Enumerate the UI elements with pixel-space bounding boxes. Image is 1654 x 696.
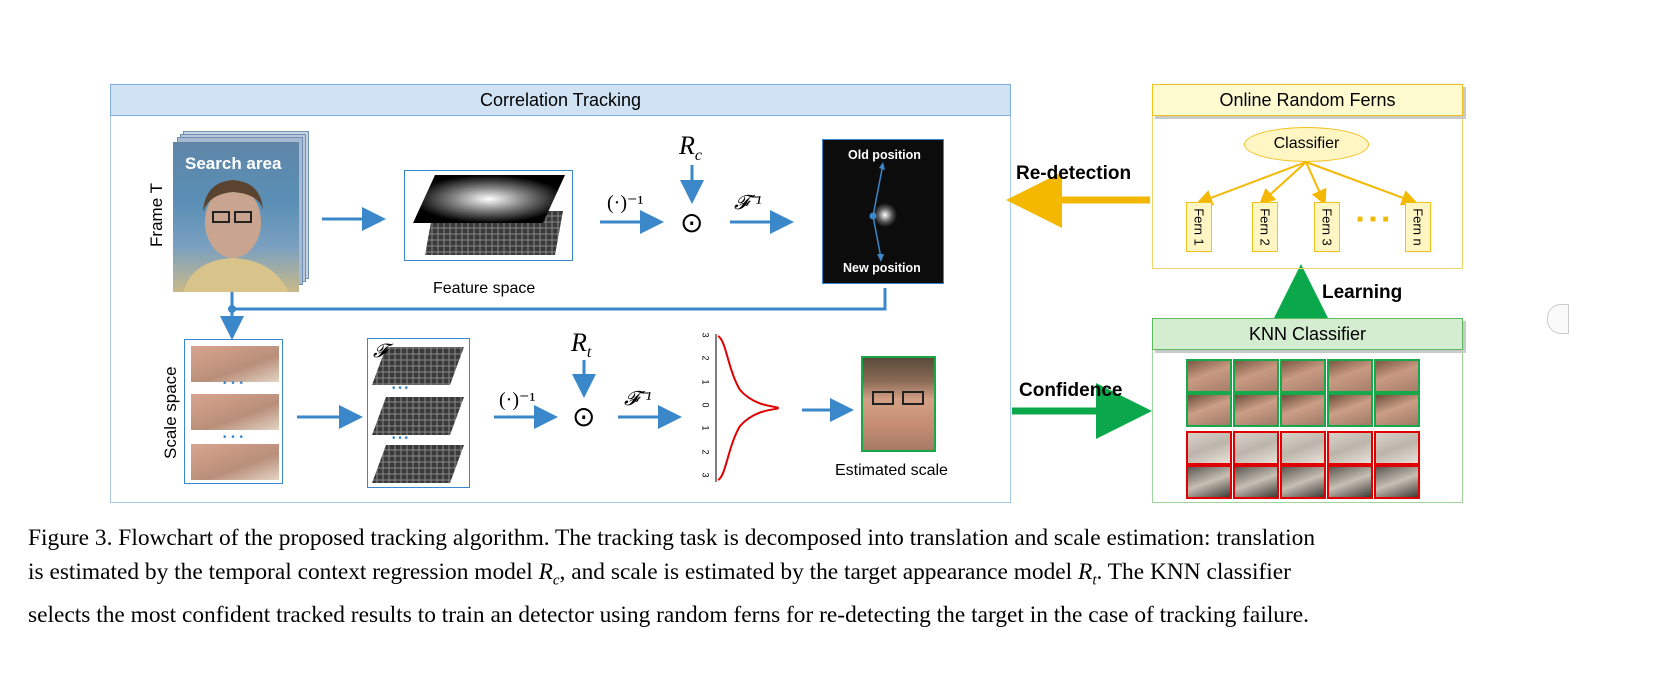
response-map: Old position New position: [822, 139, 944, 284]
edge-handle[interactable]: [1547, 304, 1569, 334]
negative-sample: [1280, 465, 1326, 499]
negative-sample: [1327, 465, 1373, 499]
scale-space-label: Scale space: [161, 366, 180, 459]
fourier-symbol: 𝓕: [411, 173, 426, 195]
negative-sample: [1186, 465, 1232, 499]
caption-line-3: selects the most confident tracked resul…: [28, 601, 1310, 628]
negative-sample: [1280, 431, 1326, 465]
negative-sample: [1233, 465, 1279, 499]
inverse-fourier-bottom: 𝓕⁻¹: [624, 388, 652, 410]
face-image: [183, 180, 289, 292]
correlation-tracking-header: Correlation Tracking: [110, 84, 1011, 116]
gaussian-tick-label: 0: [700, 402, 711, 408]
random-ferns-header: Online Random Ferns: [1152, 84, 1463, 116]
gaussian-tick-label: 3: [700, 472, 711, 478]
negative-sample: [1186, 431, 1232, 465]
scale-feature-planes: [372, 347, 464, 483]
new-position-label: New position: [843, 261, 921, 275]
scale-feature-ellipsis-2: • • •: [392, 433, 409, 444]
junction-dot: [228, 305, 236, 313]
gaussian-tick-labels: 3 2 1 0 1 2 3: [700, 330, 714, 486]
classifier-label: Classifier: [1273, 135, 1340, 152]
response-map-image: [869, 162, 897, 262]
fern-1: Fern 1: [1186, 202, 1212, 252]
scale-patch-3: [191, 444, 279, 480]
inverse-fourier-top: 𝓕⁻¹: [734, 192, 762, 214]
caption-line-1: Figure 3. Flowchart of the proposed trac…: [28, 525, 1316, 551]
feedback-line: [232, 288, 887, 311]
caption-line-2: is estimated by the temporal context reg…: [28, 559, 1291, 589]
old-position-label: Old position: [848, 148, 921, 162]
positive-sample: [1327, 393, 1373, 427]
hadamard-top: ⊙: [680, 207, 704, 238]
positive-sample: [1280, 393, 1326, 427]
gaussian-tick-label: 3: [700, 332, 711, 338]
negative-sample: [1374, 431, 1420, 465]
inverse-op-bottom: (·)⁻¹: [499, 389, 536, 411]
classifier-node: Classifier: [1244, 127, 1369, 162]
positive-sample: [1233, 359, 1279, 393]
fern-3: Fern 3: [1314, 202, 1340, 252]
scale-patch-1: [191, 346, 279, 382]
negative-sample: [1327, 431, 1373, 465]
scale-feature-ellipsis-1: • • •: [392, 383, 409, 394]
gaussian-tick-label: 2: [700, 449, 711, 455]
rt-label: Rt: [571, 328, 592, 362]
knn-header: KNN Classifier: [1152, 318, 1463, 350]
feature-space-box: 𝓕: [404, 170, 573, 261]
positive-sample: [1186, 393, 1232, 427]
scale-feature-box: 𝓕 • • • • • •: [367, 338, 470, 488]
scale-ellipsis-2: • • •: [223, 432, 245, 443]
fern-dots: ■ ■ ■: [1357, 214, 1391, 225]
gaussian-curve: [715, 334, 780, 482]
fern-n: Fern n: [1405, 202, 1431, 252]
estimated-face: [872, 391, 924, 405]
positive-sample: [1233, 393, 1279, 427]
positive-sample: [1280, 359, 1326, 393]
fern-2: Fern 2: [1252, 202, 1278, 252]
gaussian-tick-label: 1: [700, 379, 711, 385]
gaussian-tick-label: 1: [700, 425, 711, 431]
redetection-label: Re-detection: [1016, 163, 1132, 184]
scale-space-box: • • • • • •: [184, 339, 283, 484]
figure-caption: Figure 3. Flowchart of the proposed trac…: [28, 521, 1628, 632]
negative-sample: [1374, 465, 1420, 499]
positive-sample: [1327, 359, 1373, 393]
confidence-label: Confidence: [1019, 380, 1123, 401]
positive-sample: [1374, 393, 1420, 427]
search-area-frame: Search area: [173, 142, 299, 292]
feature-space-label: Feature space: [433, 280, 536, 297]
feature-space-planes: [413, 175, 565, 255]
estimated-scale-image: [861, 356, 936, 452]
gaussian-tick-label: 2: [700, 355, 711, 361]
fern-connectors: [1196, 161, 1418, 206]
positive-sample: [1374, 359, 1420, 393]
positive-sample: [1186, 359, 1232, 393]
search-area-label: Search area: [185, 154, 282, 173]
scale-patch-2: [191, 394, 279, 430]
hadamard-bottom: ⊙: [572, 401, 596, 432]
scale-ellipsis-1: • • •: [223, 378, 245, 389]
estimated-scale-label: Estimated scale: [835, 462, 948, 479]
rc-label: Rc: [679, 131, 702, 165]
scale-fourier-symbol: 𝓕: [373, 341, 388, 362]
learning-label: Learning: [1322, 282, 1403, 303]
knn-sample-grid: [1186, 359, 1426, 499]
inverse-op-top: (·)⁻¹: [607, 192, 644, 214]
negative-sample: [1233, 431, 1279, 465]
